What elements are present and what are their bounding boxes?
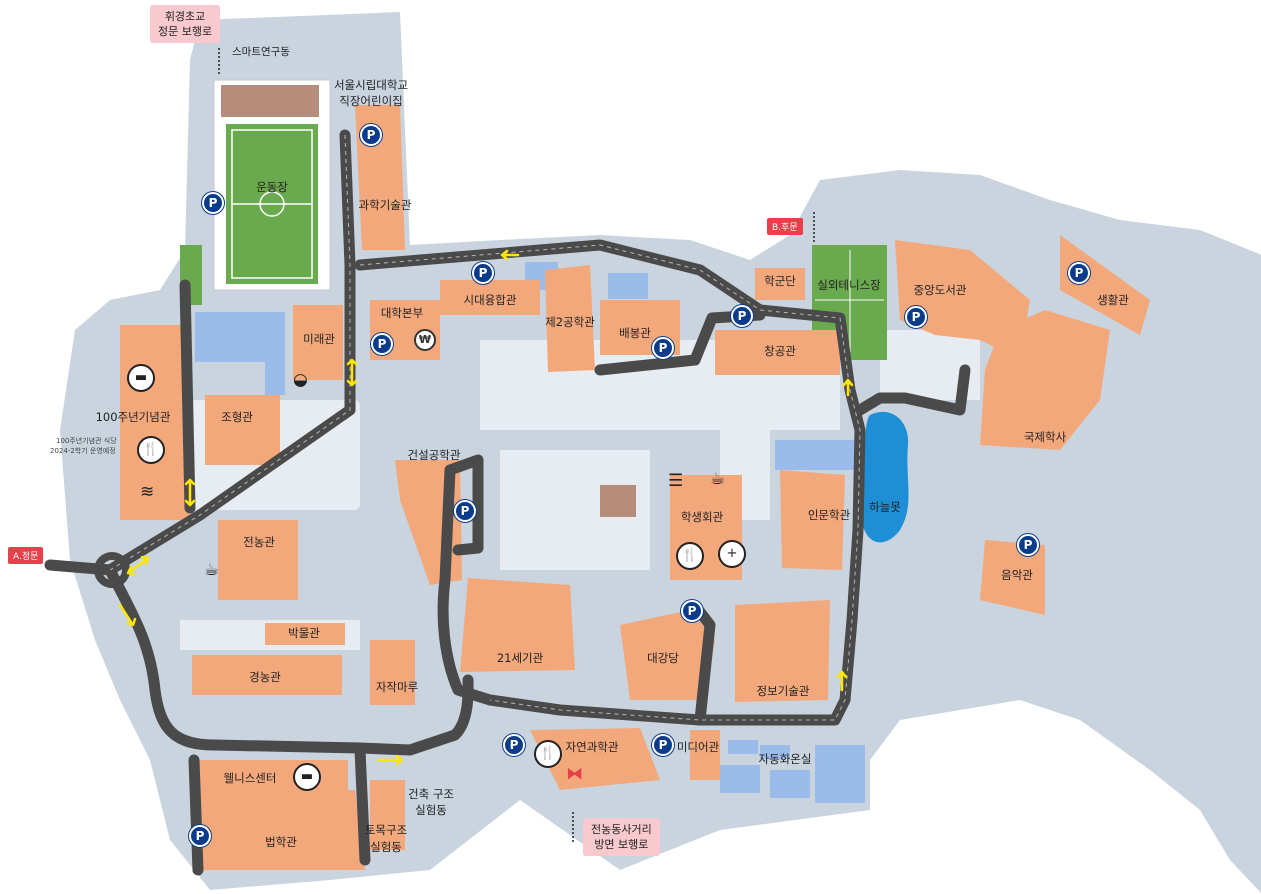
label-civil-eng: 건설공학관 xyxy=(407,448,461,462)
label-baebong: 배봉관 xyxy=(619,326,651,340)
north-walkway-line2: 정문 보행로 xyxy=(158,25,213,38)
label-humanities: 인문학관 xyxy=(807,508,851,522)
main-gate-label: A.정문 xyxy=(8,547,44,564)
label-student-union: 학생회관 xyxy=(680,510,724,524)
parking-icon[interactable]: P xyxy=(1068,262,1090,284)
north-walkway-line1: 휘경초교 xyxy=(164,10,206,23)
label-arch-lab-1: 건축 구조 xyxy=(408,787,454,801)
roundabout xyxy=(94,552,130,588)
label-centennial-note-2: 2024-2학기 운영예정 xyxy=(50,447,116,455)
parking-icon[interactable]: P xyxy=(202,192,224,214)
pond xyxy=(859,411,909,543)
south-walkway-line1: 전농동사거리 xyxy=(591,823,652,836)
label-auto-garage: 자동화온실 xyxy=(758,752,812,766)
buildings xyxy=(120,105,1150,870)
label-convergence: 시대융합관 xyxy=(463,293,517,307)
label-smart-research: 스마트연구동 xyxy=(232,46,290,58)
book-icon: ☰ xyxy=(668,471,684,491)
label-century21: 21세기관 xyxy=(496,651,544,665)
parking-icon[interactable]: P xyxy=(1017,534,1039,556)
label-jeonnong: 전농관 xyxy=(243,535,275,549)
north-walkway-label: 휘경초교 정문 보행로 xyxy=(150,5,221,43)
label-dormitory: 생활관 xyxy=(1097,293,1129,307)
back-gate-label: B.후문 xyxy=(767,218,803,235)
label-mirae: 미래관 xyxy=(303,332,335,346)
restaurant-icon: 🍴 xyxy=(676,542,704,570)
parking-icon[interactable]: P xyxy=(189,825,211,847)
label-tennis: 실외테니스장 xyxy=(817,278,881,292)
one-way-arrow-icon xyxy=(118,249,854,766)
parking-icon[interactable]: P xyxy=(503,734,525,756)
south-walkway-label: 전농동사거리 방면 보행로 xyxy=(583,818,660,856)
parking-icon[interactable]: P xyxy=(371,333,393,355)
label-pond: 하늘못 xyxy=(869,500,901,514)
label-jajak: 자작마루 xyxy=(375,680,419,694)
label-hakgundan: 학군단 xyxy=(764,274,796,288)
sports-field xyxy=(213,79,331,291)
parking-icon[interactable]: P xyxy=(454,500,476,522)
parking-icon[interactable]: P xyxy=(652,734,674,756)
label-wellness: 웰니스센터 xyxy=(223,771,277,785)
campus-ground xyxy=(60,12,1261,893)
parking-icon[interactable]: P xyxy=(652,337,674,359)
parking-icon[interactable]: P xyxy=(731,305,753,327)
label-law: 법학관 xyxy=(265,835,297,849)
label-sports-field: 운동장 xyxy=(256,180,288,194)
label-civil-lab-1: 토목구조 xyxy=(364,823,408,837)
label-media: 미디어관 xyxy=(676,740,720,754)
road-centerlines xyxy=(109,134,861,721)
parking-icon[interactable]: P xyxy=(472,262,494,284)
label-johyeong: 조형관 xyxy=(221,410,253,424)
fitness-icon: ▬ xyxy=(293,763,321,791)
label-daycare-1: 서울시립대학교 xyxy=(333,78,409,92)
restaurant-icon: 🍴 xyxy=(137,436,165,464)
label-centennial: 100주년기념관 xyxy=(95,410,171,424)
label-science-tech: 과학기술관 xyxy=(358,198,412,212)
blue-facilities xyxy=(195,262,865,803)
cafe-icon: ☕ xyxy=(710,469,726,489)
restaurant-icon: 🍴 xyxy=(534,740,562,768)
label-economics: 경농관 xyxy=(249,670,281,684)
south-walkway-line2: 방면 보행로 xyxy=(594,838,649,851)
fitness-icon: ▬ xyxy=(127,364,155,392)
bakery-icon: ≋ xyxy=(140,482,155,502)
label-auditorium: 대강당 xyxy=(647,651,679,665)
label-centennial-note-1: 100주년기념관 식당 xyxy=(56,437,117,445)
label-music: 음악관 xyxy=(1001,568,1033,582)
cafe-icon: ☕ xyxy=(204,560,220,580)
label-changgong: 창공관 xyxy=(764,344,796,358)
parking-icon[interactable]: P xyxy=(360,124,382,146)
label-daycare-2: 직장어린이집 xyxy=(339,94,403,108)
label-central-library: 중앙도서관 xyxy=(913,283,967,297)
label-main-office: 대학본부 xyxy=(380,306,424,320)
parking-icon[interactable]: P xyxy=(905,306,927,328)
won-icon: ₩ xyxy=(414,329,436,351)
label-natural-science: 자연과학관 xyxy=(565,740,619,754)
student-union-court xyxy=(600,485,636,517)
parking-icon[interactable]: P xyxy=(681,600,703,622)
label-arch-lab-2: 실험동 xyxy=(415,803,447,817)
walkway-arrows xyxy=(218,48,815,842)
medical-icon: + xyxy=(718,540,746,568)
stadium-icon: ◒ xyxy=(293,370,308,390)
label-museum: 박물관 xyxy=(288,626,320,640)
label-civil-lab-2: 실험동 xyxy=(370,840,402,854)
label-it-building: 정보기술관 xyxy=(756,684,810,698)
aed-icon: ⧓ xyxy=(566,764,583,784)
label-international-house: 국제학사 xyxy=(1023,430,1067,444)
label-engineering2: 제2공학관 xyxy=(545,315,595,329)
